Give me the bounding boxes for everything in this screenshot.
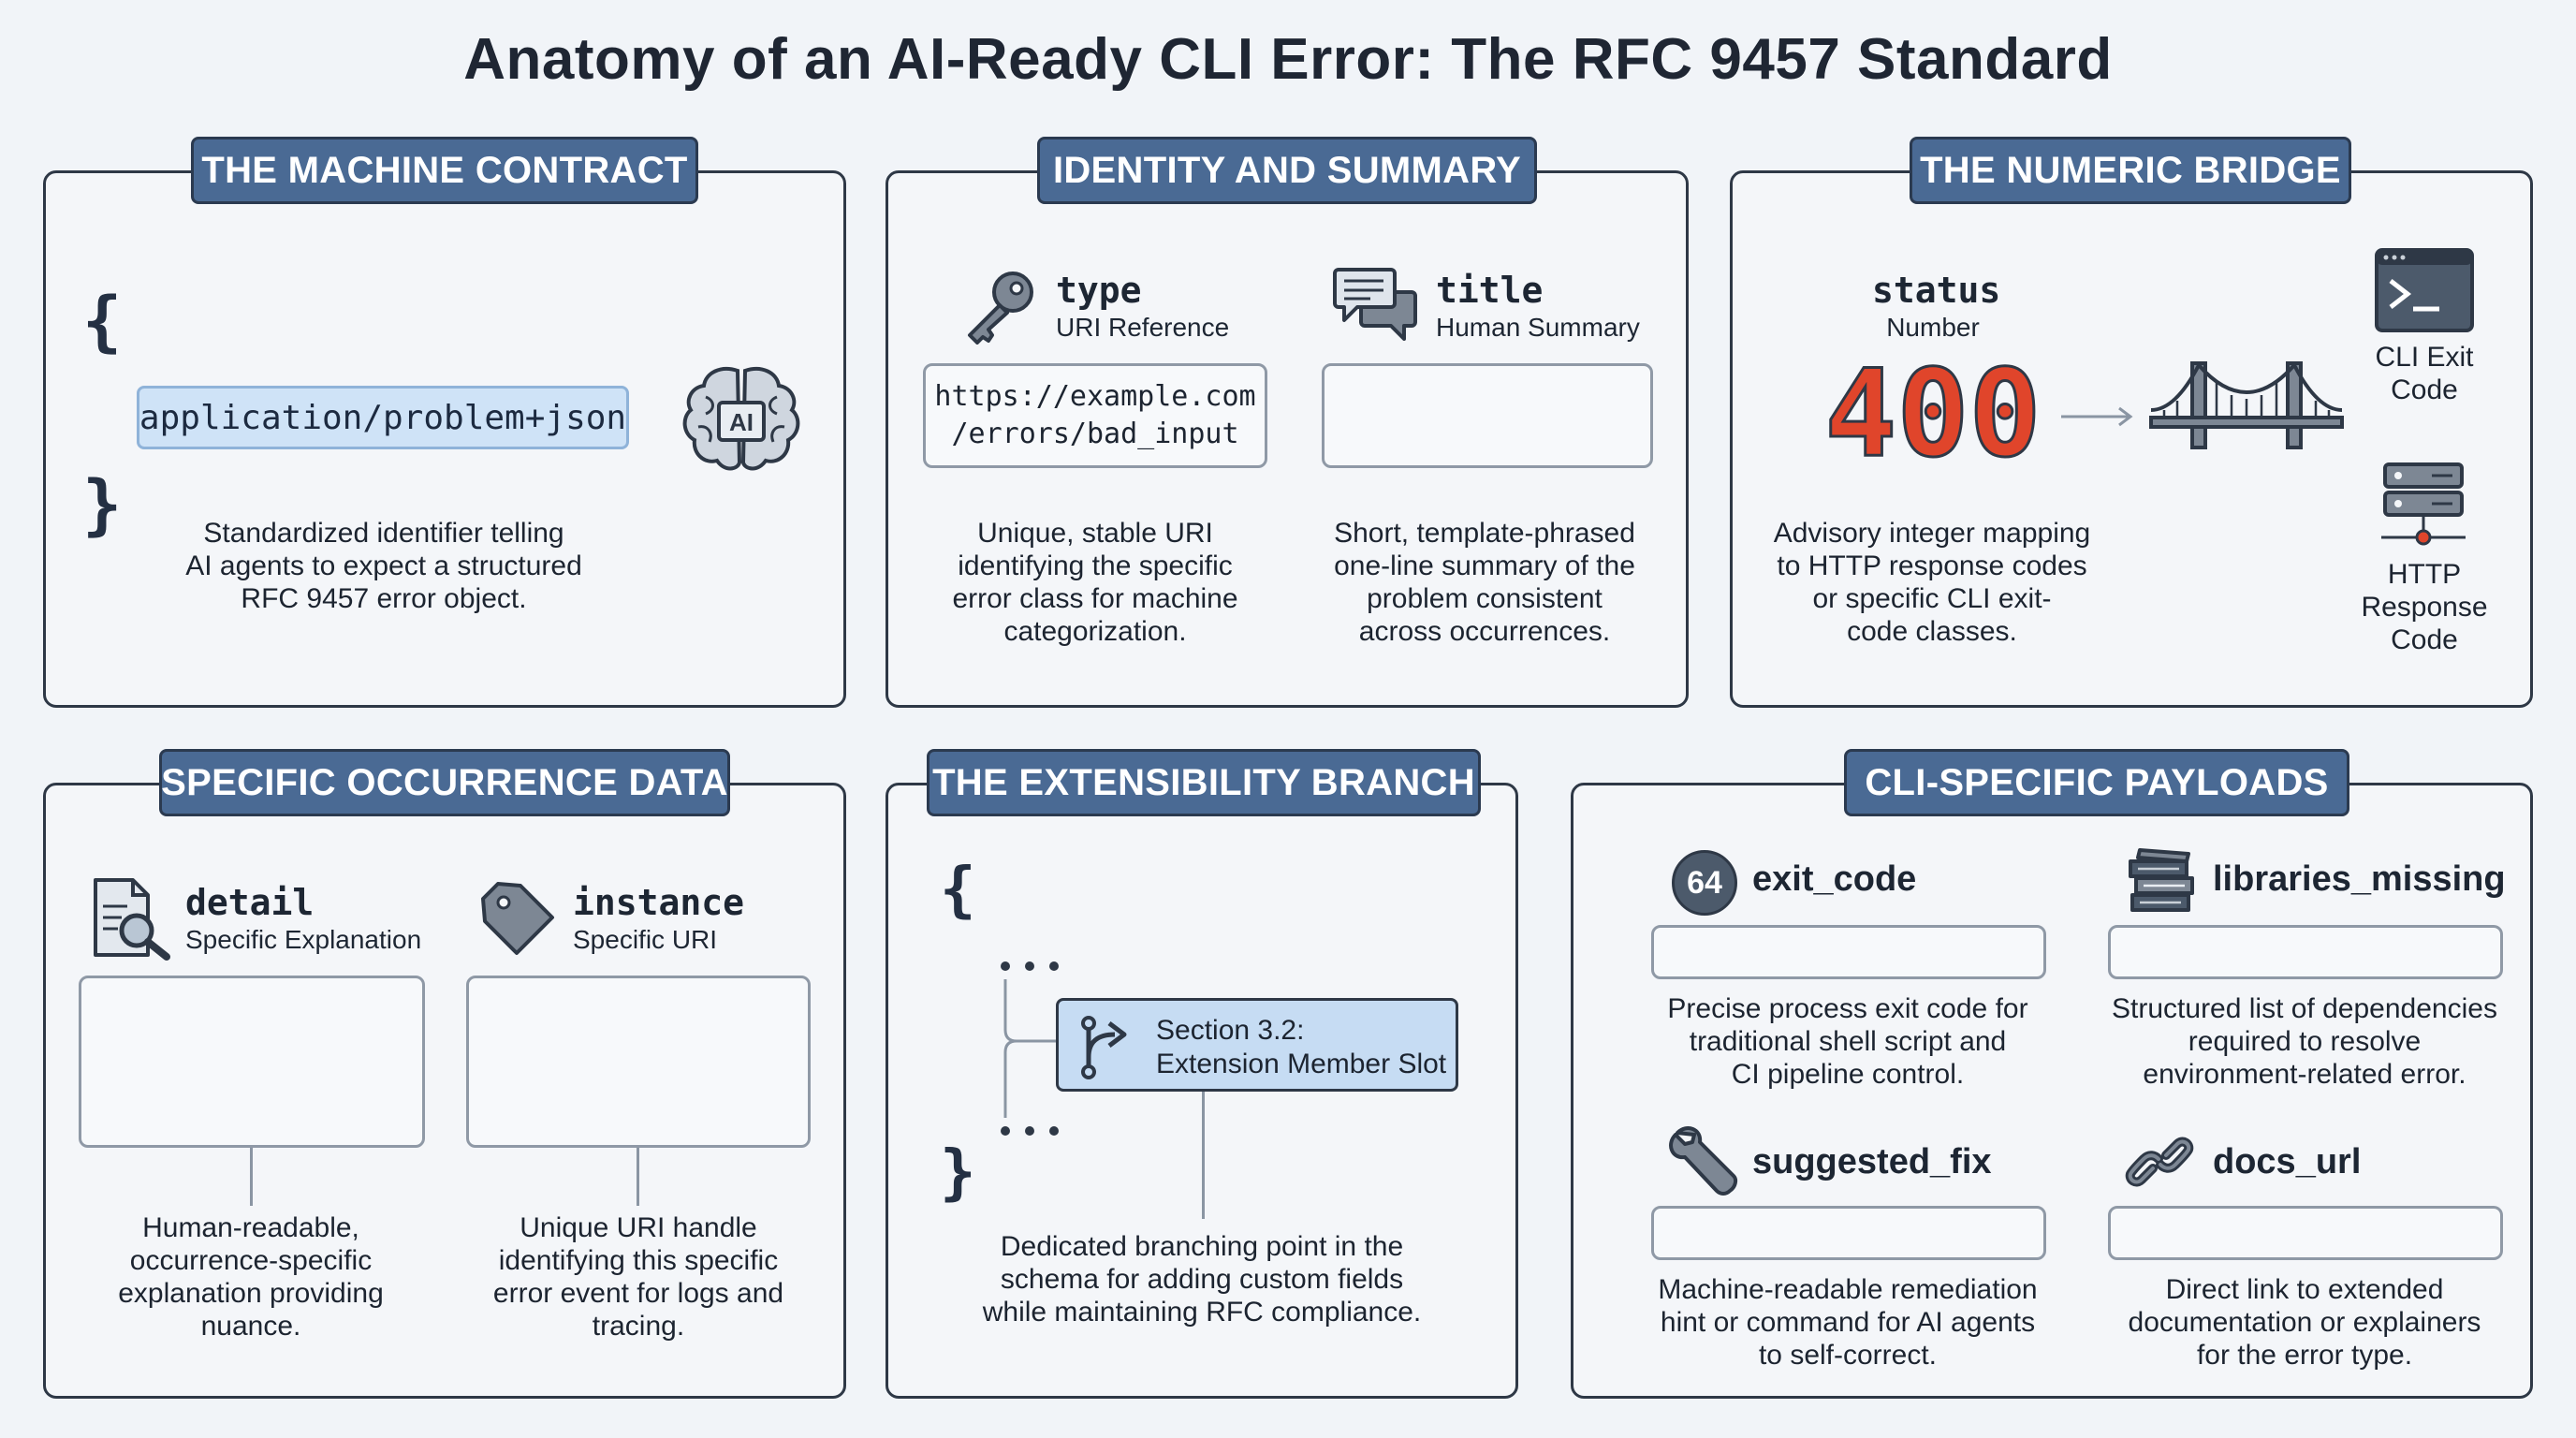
type-field-name: type [1056, 270, 1142, 311]
arrow-right-icon [2059, 403, 2136, 431]
tag-icon [477, 878, 558, 959]
ellipsis-bottom [998, 1122, 1063, 1140]
title-field-sub: Human Summary [1436, 313, 1640, 342]
identity-summary-label: IDENTITY AND SUMMARY [1037, 137, 1537, 204]
status-field-name: status [1872, 270, 2001, 311]
exit-code-badge: 64 [1687, 864, 1722, 901]
occurrence-data-label: SPECIFIC OCCURRENCE DATA [159, 749, 730, 816]
extension-slot: Section 3.2: Extension Member Slot [1056, 998, 1458, 1092]
type-description: Unique, stable URI identifying the speci… [952, 518, 1238, 647]
cli-payloads-label: CLI-SPECIFIC PAYLOADS [1844, 749, 2349, 816]
libraries-missing-value-box [2108, 925, 2503, 979]
instance-field-name: instance [573, 882, 745, 923]
branch-bracket [1002, 979, 1060, 1118]
type-field-sub: URI Reference [1056, 313, 1230, 342]
detail-connector [250, 1148, 253, 1206]
exit-code-description: Precise process exit code for traditiona… [1667, 993, 2028, 1090]
instance-field-sub: Specific URI [573, 925, 718, 954]
http-response-code-label: HTTP Response Code [2361, 559, 2488, 655]
title-value-box [1322, 363, 1653, 468]
status-value: 400 [1823, 344, 2042, 486]
instance-connector [637, 1148, 639, 1206]
chain-link-icon [2125, 1127, 2194, 1196]
stacked-books-icon [2127, 848, 2198, 916]
terminal-icon [2374, 247, 2475, 333]
numeric-bridge-label: THE NUMERIC BRIDGE [1910, 137, 2351, 204]
docs-url-description: Direct link to extended documentation or… [2128, 1274, 2481, 1371]
detail-value-box [79, 976, 425, 1148]
branch-arrow-icon [1074, 1014, 1139, 1081]
chat-bubbles-icon [1333, 264, 1419, 345]
wrench-icon [1668, 1125, 1739, 1196]
ext-open-brace: { [940, 856, 976, 925]
cli-exit-code-label: CLI Exit Code [2375, 342, 2474, 405]
open-brace: { [82, 283, 123, 360]
machine-contract-label: THE MACHINE CONTRACT [191, 137, 698, 204]
title-description: Short, template-phrased one-line summary… [1334, 518, 1635, 647]
docs-url-field-name: docs_url [2213, 1142, 2362, 1181]
machine-contract-description: Standardized identifier telling AI agent… [185, 518, 582, 614]
libraries-missing-description: Structured list of dependencies required… [2112, 993, 2497, 1090]
exit-code-field-name: exit_code [1752, 859, 1917, 899]
document-search-icon [90, 876, 172, 961]
suggested-fix-value-box [1651, 1206, 2046, 1260]
extension-connector [1202, 1092, 1205, 1219]
server-icon [2378, 462, 2469, 550]
detail-field-name: detail [185, 882, 315, 923]
title-field-name: title [1436, 270, 1544, 311]
extensibility-label: THE EXTENSIBILITY BRANCH [927, 749, 1481, 816]
suggested-fix-field-name: suggested_fix [1752, 1142, 1992, 1181]
close-brace: } [82, 466, 123, 543]
instance-value-box [466, 976, 811, 1148]
ext-close-brace: } [940, 1138, 976, 1208]
type-value-box: https://example.com /errors/bad_input [923, 363, 1267, 468]
instance-description: Unique URI handle identifying this speci… [492, 1212, 784, 1342]
docs-url-value-box [2108, 1206, 2503, 1260]
page-title: Anatomy of an AI-Ready CLI Error: The RF… [463, 27, 2113, 92]
exit-code-value-box [1651, 925, 2046, 979]
content-type-pill: application/problem+json [137, 386, 629, 449]
suggested-fix-description: Machine-readable remediation hint or com… [1658, 1274, 2038, 1371]
detail-field-sub: Specific Explanation [185, 925, 422, 954]
ellipsis-top [998, 957, 1063, 976]
key-icon [960, 266, 1039, 345]
ai-brain-icon: AI [678, 360, 805, 479]
bridge-icon [2149, 354, 2344, 459]
detail-description: Human-readable, occurrence-specific expl… [118, 1212, 384, 1342]
libraries-missing-field-name: libraries_missing [2213, 859, 2506, 899]
extensibility-description: Dedicated branching point in the schema … [982, 1231, 1422, 1328]
extension-slot-text: Section 3.2: Extension Member Slot [1156, 1015, 1447, 1079]
ai-chip-label: AI [729, 408, 754, 436]
status-description: Advisory integer mapping to HTTP respons… [1773, 518, 2091, 647]
status-field-sub: Number [1886, 313, 1980, 342]
exit-code-badge-icon: 64 [1672, 850, 1737, 916]
